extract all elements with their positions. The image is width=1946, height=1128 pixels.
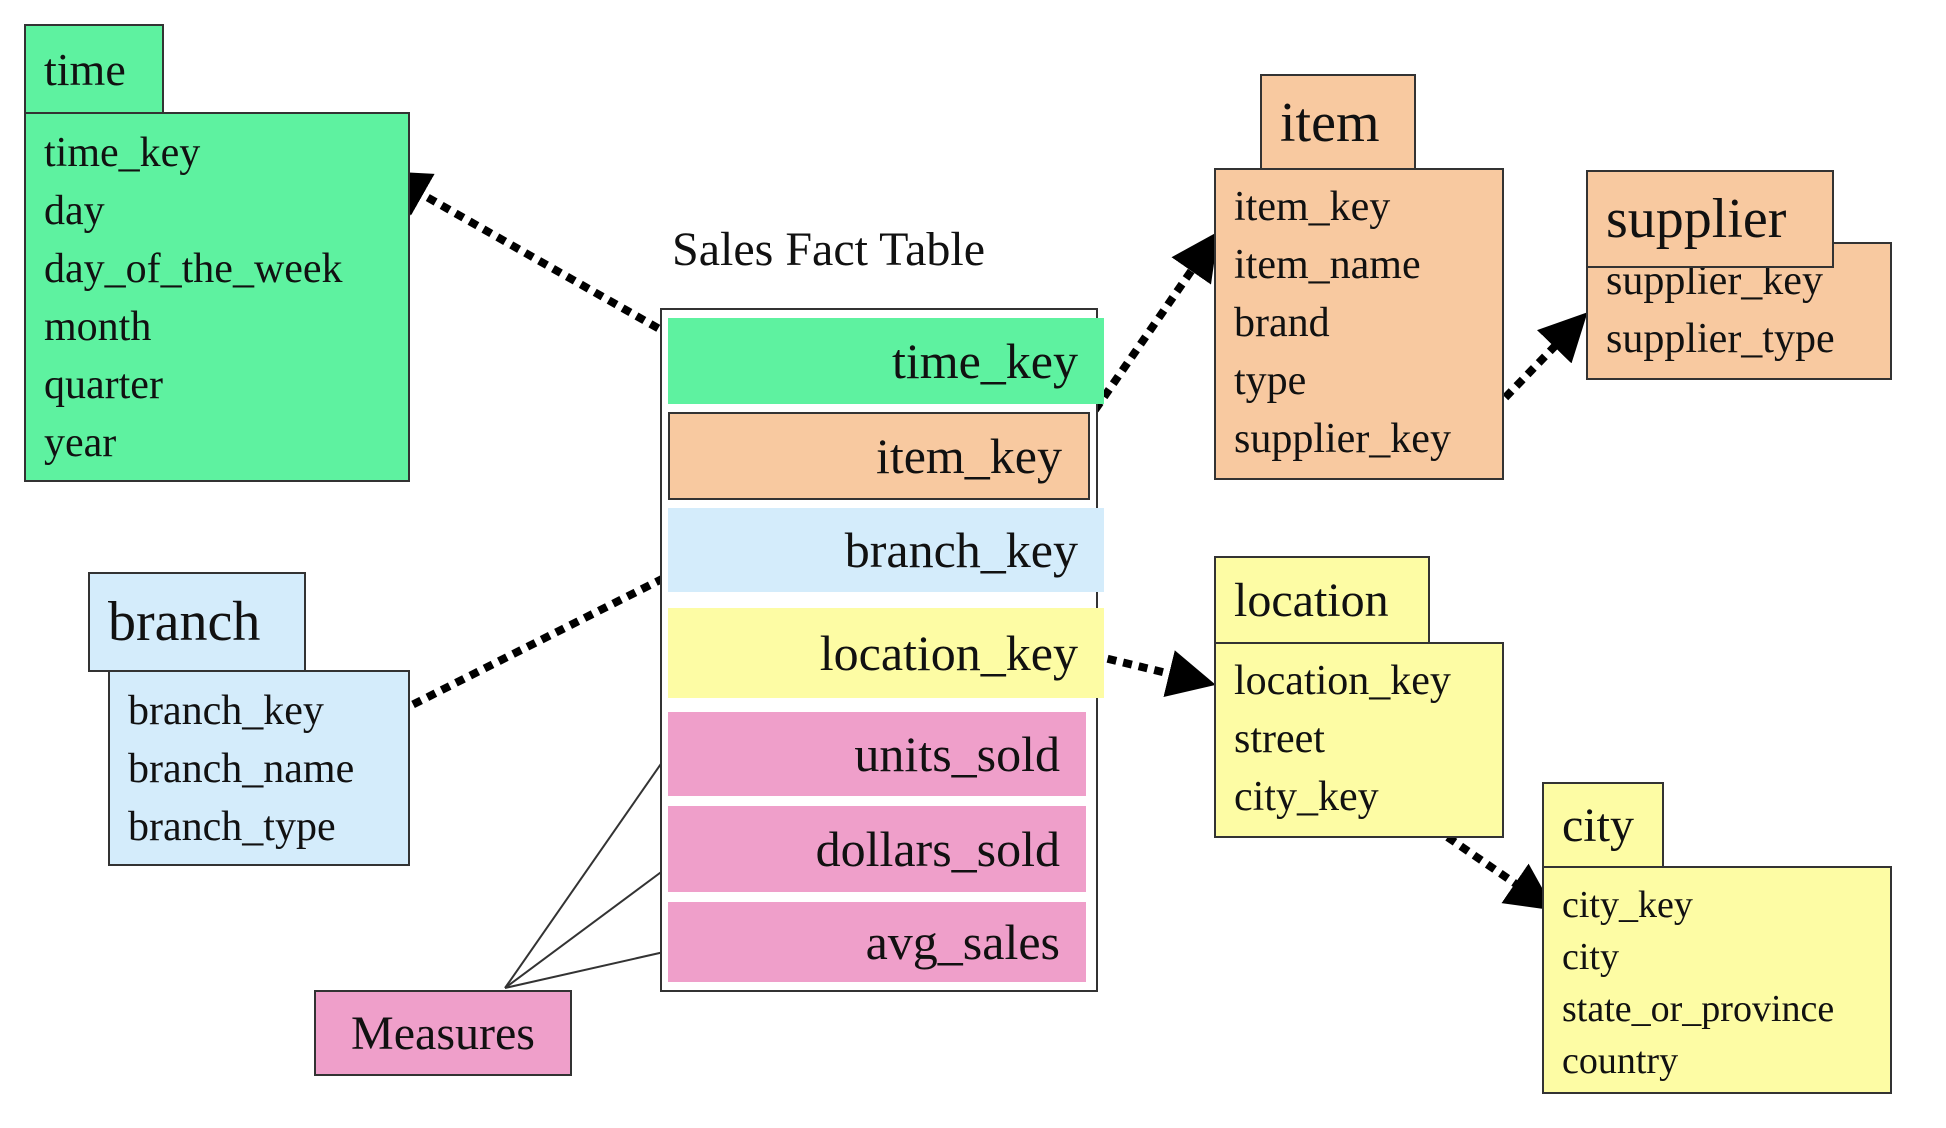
- time-table-attributes: time_key day day_of_the_week month quart…: [24, 112, 410, 482]
- link-branch-key: [410, 574, 666, 709]
- item-table-attributes: item_key item_name brand type supplier_k…: [1214, 168, 1504, 480]
- branch-title-text: branch: [108, 591, 261, 653]
- city-table-attributes: city_key city state_or_province country: [1542, 866, 1892, 1094]
- city-table-title: city: [1542, 782, 1664, 868]
- city-attr: city: [1562, 936, 1619, 978]
- link-item-key: [1091, 231, 1219, 413]
- location-attr: street: [1234, 716, 1325, 762]
- time-table-title: time: [24, 24, 164, 114]
- supplier-title-text: supplier: [1606, 188, 1787, 250]
- item-table-title: item: [1260, 74, 1416, 172]
- city-title-text: city: [1562, 798, 1634, 852]
- branch-attr: branch_type: [128, 804, 336, 850]
- link-city-key: [1405, 806, 1555, 911]
- city-attr: state_or_province: [1562, 988, 1835, 1030]
- time-title-text: time: [44, 43, 126, 95]
- location-title-text: location: [1234, 573, 1389, 627]
- fact-row-dollars-sold: dollars_sold: [668, 806, 1086, 892]
- link-time-key: [381, 171, 702, 356]
- fact-table: time_key item_key branch_key location_ke…: [660, 308, 1104, 992]
- fact-row-location-key: location_key: [668, 608, 1104, 698]
- branch-attr: branch_name: [128, 746, 355, 792]
- item-title-text: item: [1280, 92, 1380, 154]
- location-table-attributes: location_key street city_key: [1214, 642, 1504, 838]
- fact-row-avg-sales: avg_sales: [668, 902, 1086, 982]
- branch-table-attributes: branch_key branch_name branch_type: [108, 670, 410, 866]
- item-attr: item_name: [1234, 242, 1421, 288]
- time-attr: month: [44, 304, 152, 350]
- item-attr: type: [1234, 358, 1307, 404]
- measure-line-dollars: [504, 863, 673, 989]
- link-location-key: [1091, 650, 1216, 697]
- measures-label: Measures: [314, 990, 572, 1076]
- supplier-table-title: supplier: [1586, 170, 1834, 268]
- item-attr: item_key: [1234, 184, 1391, 230]
- fact-row-item-key: item_key: [668, 412, 1090, 500]
- measures-text: Measures: [351, 1006, 535, 1060]
- location-attr: location_key: [1234, 658, 1451, 704]
- branch-table-title: branch: [88, 572, 306, 672]
- city-attr: country: [1562, 1040, 1679, 1082]
- item-attr: brand: [1234, 300, 1330, 346]
- location-attr: city_key: [1234, 774, 1379, 820]
- fact-row-time-key: time_key: [668, 318, 1104, 404]
- time-attr: day: [44, 188, 105, 234]
- time-attr: quarter: [44, 362, 163, 408]
- fact-table-title: Sales Fact Table: [672, 223, 986, 276]
- measure-line-units: [504, 747, 673, 989]
- item-attr: supplier_key: [1234, 416, 1451, 462]
- supplier-attr: supplier_type: [1606, 316, 1835, 362]
- fact-row-units-sold: units_sold: [668, 712, 1086, 796]
- location-table-title: location: [1214, 556, 1430, 644]
- branch-attr: branch_key: [128, 688, 324, 734]
- city-attr: city_key: [1562, 884, 1693, 926]
- link-supplier-key: [1469, 312, 1588, 435]
- time-attr: time_key: [44, 130, 201, 176]
- time-attr: day_of_the_week: [44, 246, 343, 292]
- time-attr: year: [44, 420, 117, 466]
- fact-row-branch-key: branch_key: [668, 508, 1104, 592]
